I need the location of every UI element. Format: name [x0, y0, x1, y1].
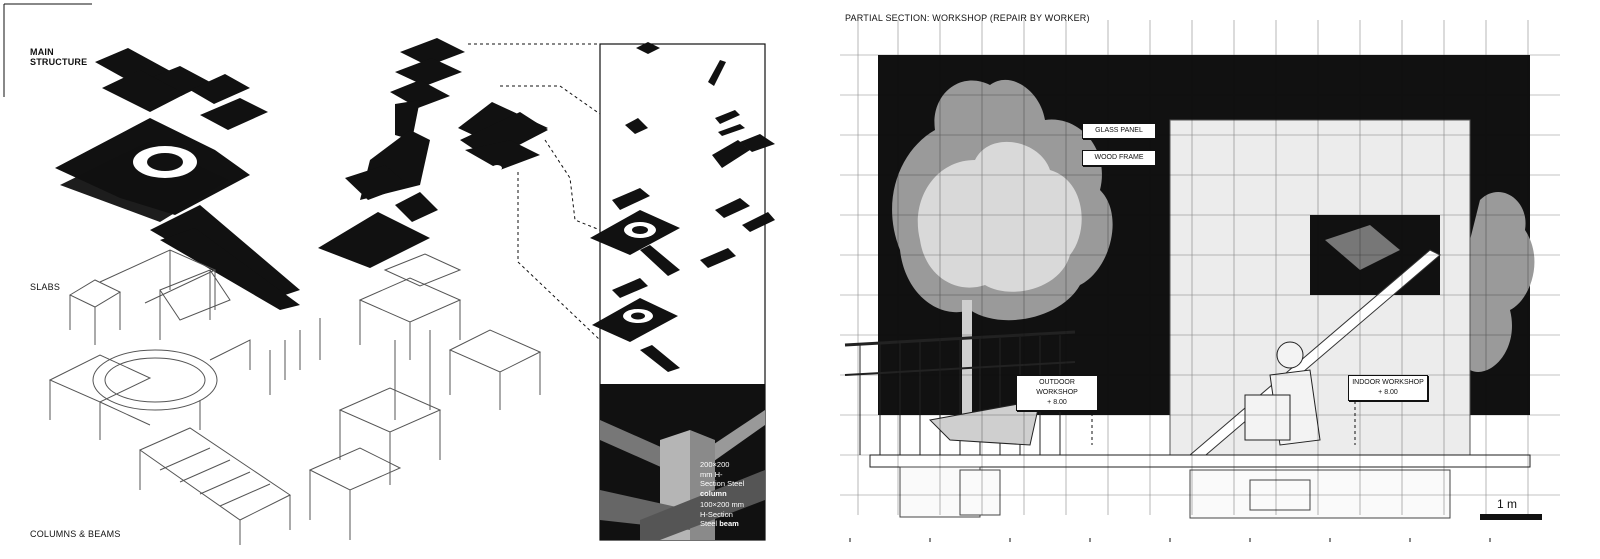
callout-indoor-workshop: INDOOR WORKSHOP + 8.00	[1348, 375, 1428, 401]
outdoor-workshop-level: + 8.00	[1047, 399, 1067, 406]
slab-cluster-center	[318, 38, 465, 268]
axonometric-drawing	[3, 3, 775, 545]
beam-spec-line: H-Section	[700, 509, 733, 519]
grid-overlay	[840, 20, 1560, 515]
indoor-workshop-label: INDOOR WORKSHOP	[1352, 379, 1424, 386]
column-spec-line: mm H-	[700, 469, 723, 479]
right-tree	[1441, 191, 1535, 372]
joint-detail	[600, 410, 765, 540]
column-spec: 200×200 mm H- Section Steel column	[700, 460, 744, 498]
outdoor-workshop-label: OUTDOOR WORKSHOP	[1036, 379, 1078, 396]
leader-lines	[468, 43, 621, 341]
bottom-ticks	[849, 538, 1491, 542]
section-leaders	[1091, 395, 1356, 445]
worker-figure	[1244, 341, 1321, 446]
slab-cluster-right	[458, 102, 548, 171]
beam-spec-line: 100×200 mm	[700, 500, 744, 509]
lower-structure	[899, 466, 1451, 519]
beam-spec: 100×200 mm H-Section Steel beam	[700, 500, 744, 529]
callout-outdoor-workshop: OUTDOOR WORKSHOP + 8.00	[1016, 375, 1098, 411]
building-interior	[1169, 119, 1471, 461]
column-spec-bold: column	[700, 488, 727, 498]
tree-canopy	[892, 79, 1113, 420]
label-main-structure: MAIN STRUCTURE	[30, 47, 87, 67]
detail-strip	[590, 42, 775, 541]
indoor-workshop-level: + 8.00	[1378, 389, 1398, 396]
label-slabs: SLABS	[30, 282, 61, 292]
callout-glass-panel: GLASS PANEL	[1082, 123, 1156, 139]
beam-spec-line: Steel	[700, 519, 718, 528]
dark-sky	[878, 55, 1530, 415]
slab-cluster-left	[55, 48, 300, 310]
callout-wood-frame: WOOD FRAME	[1082, 150, 1156, 166]
scale-bar	[1480, 514, 1542, 520]
scale-label: 1 m	[1497, 497, 1518, 511]
frame-wireframe	[48, 249, 542, 545]
column-spec-line: 200×200	[700, 460, 730, 469]
label-main-structure-line2: STRUCTURE	[30, 57, 88, 67]
column-spec-line: Section Steel	[700, 479, 745, 488]
corner-mark	[3, 3, 92, 97]
beam-spec-bold: beam	[719, 519, 739, 528]
label-columns-beams: COLUMNS & BEAMS	[30, 529, 121, 539]
section-title: PARTIAL SECTION: WORKSHOP (REPAIR BY WOR…	[845, 13, 1090, 23]
label-main-structure-line1: MAIN	[30, 47, 54, 57]
